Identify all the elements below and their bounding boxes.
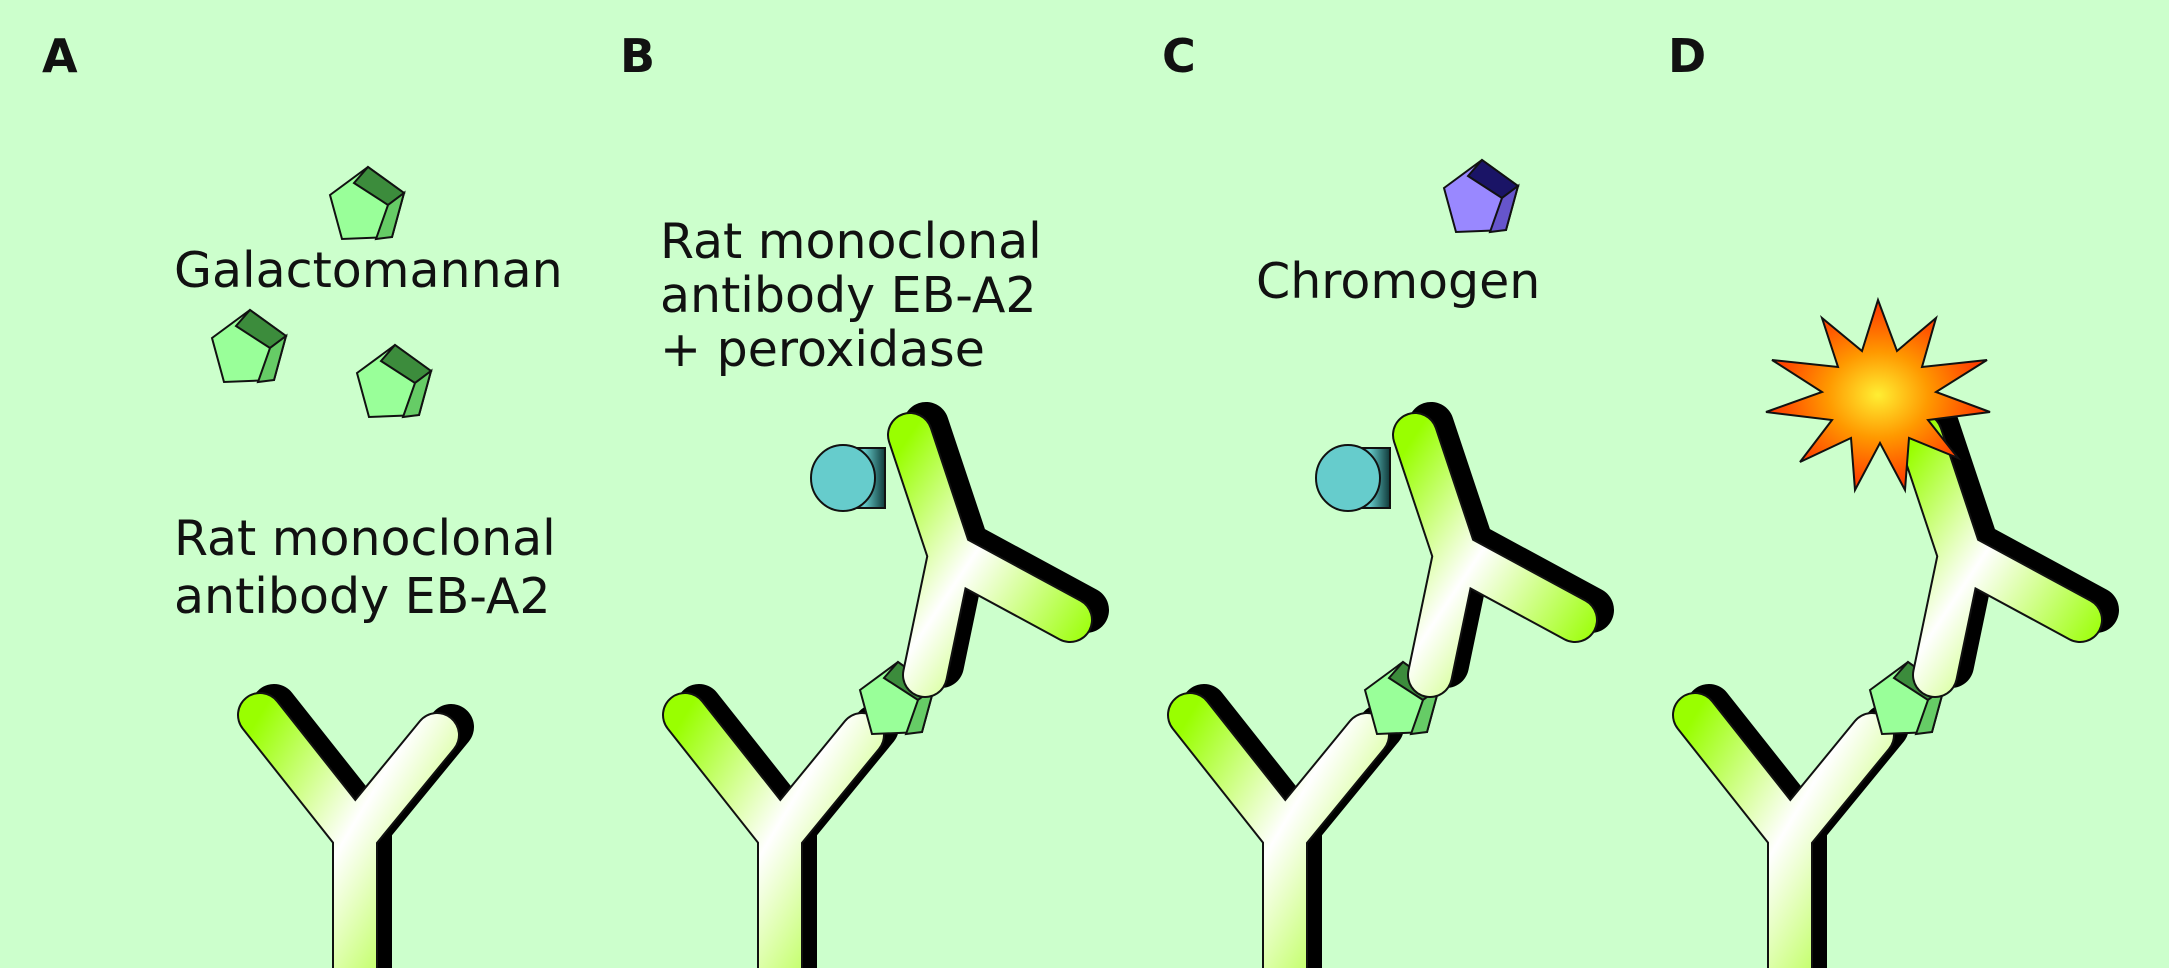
label-conjugate-line3: + peroxidase <box>660 321 985 378</box>
y-antibody-icon <box>1920 425 2096 675</box>
label-conjugate-line1: Rat monoclonal <box>660 213 1042 270</box>
panel-letter-c: C <box>1162 29 1196 83</box>
panel-d <box>1695 296 2096 968</box>
y-antibody-icon <box>910 425 1086 675</box>
label-galactomannan: Galactomannan <box>174 242 563 299</box>
panel-letter-a: A <box>42 29 78 83</box>
peroxidase-cylinder-icon <box>1315 444 1391 512</box>
panel-c: Chromogen <box>1190 158 1591 968</box>
label-antibody-line2: antibody EB-A2 <box>174 568 551 625</box>
pentagon-antigen-icon <box>329 166 405 240</box>
label-conjugate-line2: antibody EB-A2 <box>660 267 1037 324</box>
peroxidase-cylinder-icon <box>810 444 886 512</box>
panel-a: Galactomannan Rat monoclonal antibody EB… <box>174 166 563 968</box>
starburst-signal-icon <box>1765 296 1991 494</box>
panel-letter-b: B <box>620 29 655 83</box>
y-antibody-icon <box>1695 707 1886 968</box>
panel-letter-d: D <box>1668 29 1706 83</box>
label-antibody-line1: Rat monoclonal <box>174 510 556 567</box>
y-antibody-icon <box>260 707 451 968</box>
y-antibody-icon <box>1190 707 1381 968</box>
y-antibody-icon <box>685 707 876 968</box>
panel-b: Rat monoclonal antibody EB-A2 + peroxida… <box>660 213 1086 968</box>
pentagon-antigen-icon <box>356 344 432 418</box>
chromogen-pentagon-icon <box>1442 158 1520 234</box>
pentagon-antigen-icon <box>211 309 287 383</box>
y-antibody-icon <box>1415 425 1591 675</box>
label-chromogen: Chromogen <box>1256 253 1540 310</box>
